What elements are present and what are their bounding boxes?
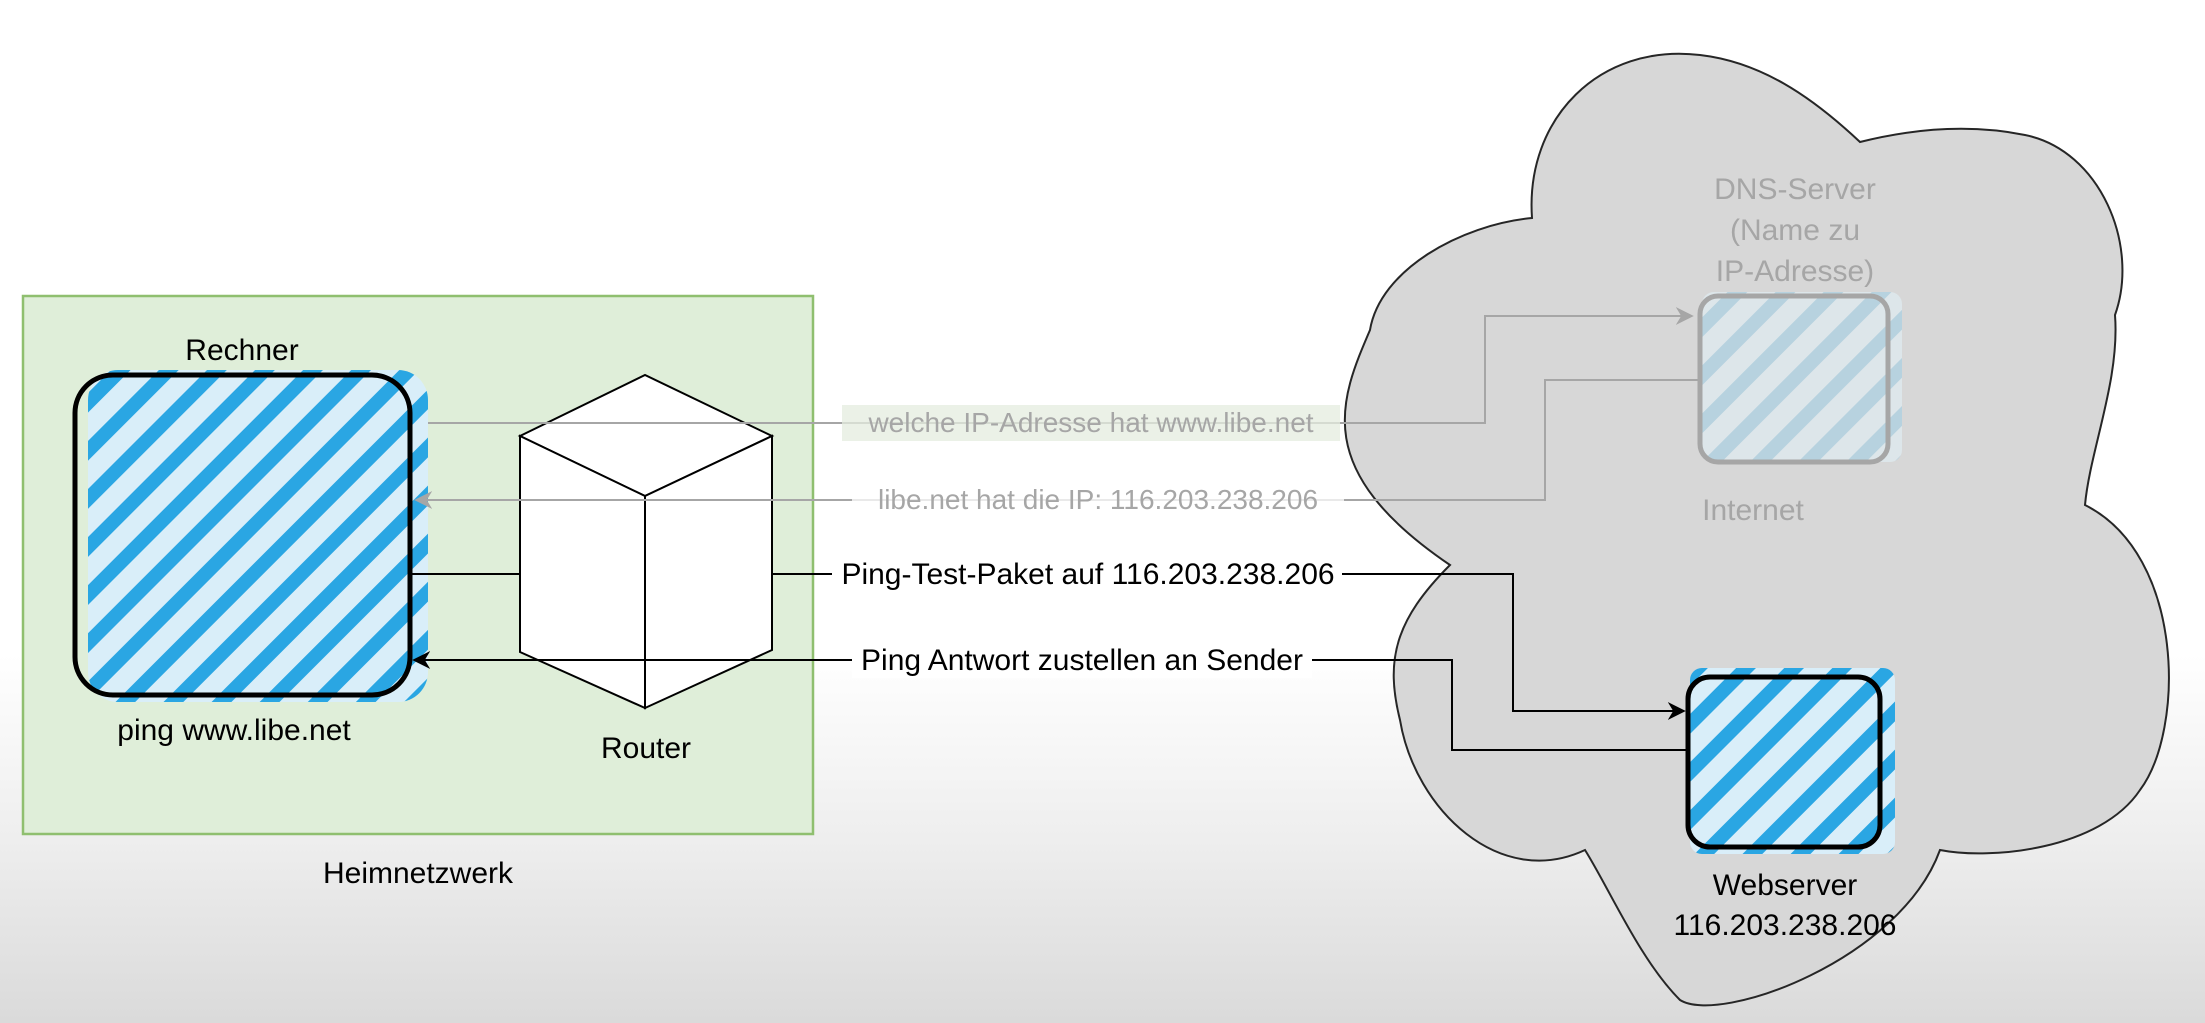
internet-cloud bbox=[1343, 52, 2170, 1007]
home-network-label: Heimnetzwerk bbox=[323, 857, 514, 890]
webserver-node[interactable] bbox=[1685, 674, 1883, 850]
ping-reply-label: Ping Antwort zustellen an Sender bbox=[861, 644, 1303, 677]
dns-server-label-line-3: IP-Adresse) bbox=[1716, 255, 1874, 288]
router-icon[interactable] bbox=[517, 373, 775, 710]
dns-server-hatch bbox=[1702, 292, 1902, 462]
ping-request-label: Ping-Test-Paket auf 116.203.238.206 bbox=[841, 558, 1334, 591]
computer-command: ping www.libe.net bbox=[117, 714, 351, 747]
dns-query-label: welche IP-Adresse hat www.libe.net bbox=[867, 407, 1313, 438]
dns-server-label-line-2: (Name zu bbox=[1730, 214, 1860, 247]
computer-hatch bbox=[88, 370, 428, 702]
computer-label: Rechner bbox=[185, 334, 298, 367]
router-label: Router bbox=[601, 732, 691, 765]
webserver-label: Webserver bbox=[1713, 869, 1858, 902]
webserver-ip: 116.203.238.206 bbox=[1674, 909, 1897, 942]
internet-label: Internet bbox=[1702, 494, 1804, 527]
computer-node[interactable] bbox=[72, 372, 413, 698]
webserver-hatch bbox=[1690, 668, 1895, 854]
dns-answer-label: libe.net hat die IP: 116.203.238.206 bbox=[878, 484, 1318, 515]
dns-server-label-line-1: DNS-Server bbox=[1714, 173, 1876, 206]
